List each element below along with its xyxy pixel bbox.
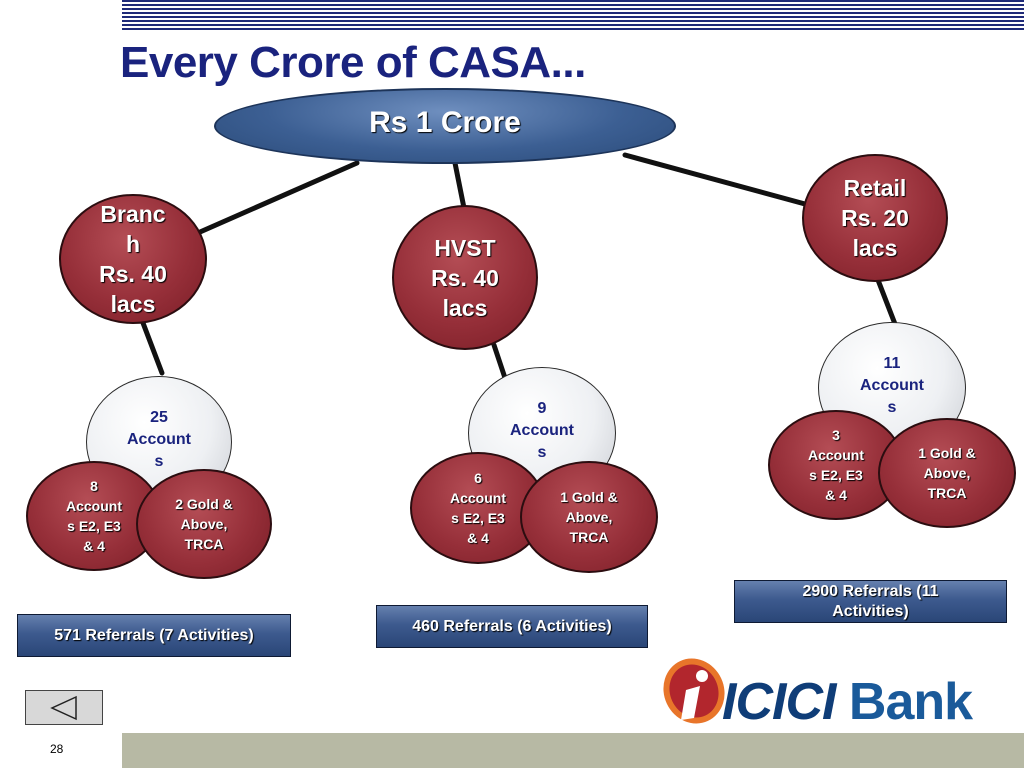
icici-logo-text: ICICI Bank [722, 672, 973, 732]
branch-label: Branc h Rs. 40 lacs [99, 201, 167, 317]
hvst-label: HVST Rs. 40 lacs [431, 234, 499, 321]
retail-label: Retail Rs. 20 lacs [841, 175, 909, 261]
branch-accounts-label: 25 Account s [127, 409, 191, 470]
retail-referrals-label: 2900 Referrals (11 Activities) [802, 582, 939, 620]
hvst-accounts-label: 9 Account s [510, 400, 574, 461]
branch-sub-left-node: 8 Account s E2, E3 & 4 [26, 461, 162, 571]
branch-sub-right-node: 2 Gold & Above, TRCA [136, 469, 272, 579]
branch-node: Branc h Rs. 40 lacs [59, 194, 207, 324]
branch-sub-right-label: 2 Gold & Above, TRCA [175, 496, 233, 552]
hvst-referrals-box: 460 Referrals (6 Activities) [376, 605, 648, 648]
back-button[interactable] [25, 690, 103, 725]
connector-root-hvst [452, 160, 467, 211]
retail-accounts-label: 11 Account s [860, 355, 924, 416]
page-title: Every Crore of CASA... [120, 38, 586, 87]
hvst-sub-right-label: 1 Gold & Above, TRCA [560, 489, 618, 545]
hvst-referrals-label: 460 Referrals (6 Activities) [412, 617, 612, 635]
retail-sub-right-label: 1 Gold & Above, TRCA [918, 445, 976, 501]
root-node: Rs 1 Crore [214, 88, 676, 164]
slide-number: 28 [50, 742, 64, 756]
hvst-sub-right-node: 1 Gold & Above, TRCA [520, 461, 658, 573]
root-label: Rs 1 Crore [369, 106, 521, 139]
connector-hvst-accounts [491, 342, 508, 381]
connector-retail-accounts [875, 277, 898, 327]
retail-node: Retail Rs. 20 lacs [802, 154, 948, 282]
retail-sub-right-node: 1 Gold & Above, TRCA [878, 418, 1016, 528]
footer-bar [122, 733, 1024, 768]
logo-brand: ICICI [722, 673, 836, 731]
icici-i-icon [663, 658, 725, 724]
retail-referrals-box: 2900 Referrals (11 Activities) [734, 580, 1007, 623]
logo-bank: Bank [848, 673, 973, 731]
header-stripes [122, 0, 1024, 32]
hvst-node: HVST Rs. 40 lacs [392, 205, 538, 350]
connector-branch-accounts [137, 312, 165, 376]
hvst-sub-left-label: 6 Account s E2, E3 & 4 [450, 470, 506, 546]
branch-sub-left-label: 8 Account s E2, E3 & 4 [66, 478, 122, 554]
branch-referrals-label: 571 Referrals (7 Activities) [54, 626, 254, 644]
branch-referrals-box: 571 Referrals (7 Activities) [17, 614, 291, 657]
triangle-left-icon [50, 695, 77, 720]
retail-sub-left-label: 3 Account s E2, E3 & 4 [808, 427, 864, 503]
connector-root-branch [197, 160, 360, 235]
connector-root-retail [622, 152, 808, 207]
